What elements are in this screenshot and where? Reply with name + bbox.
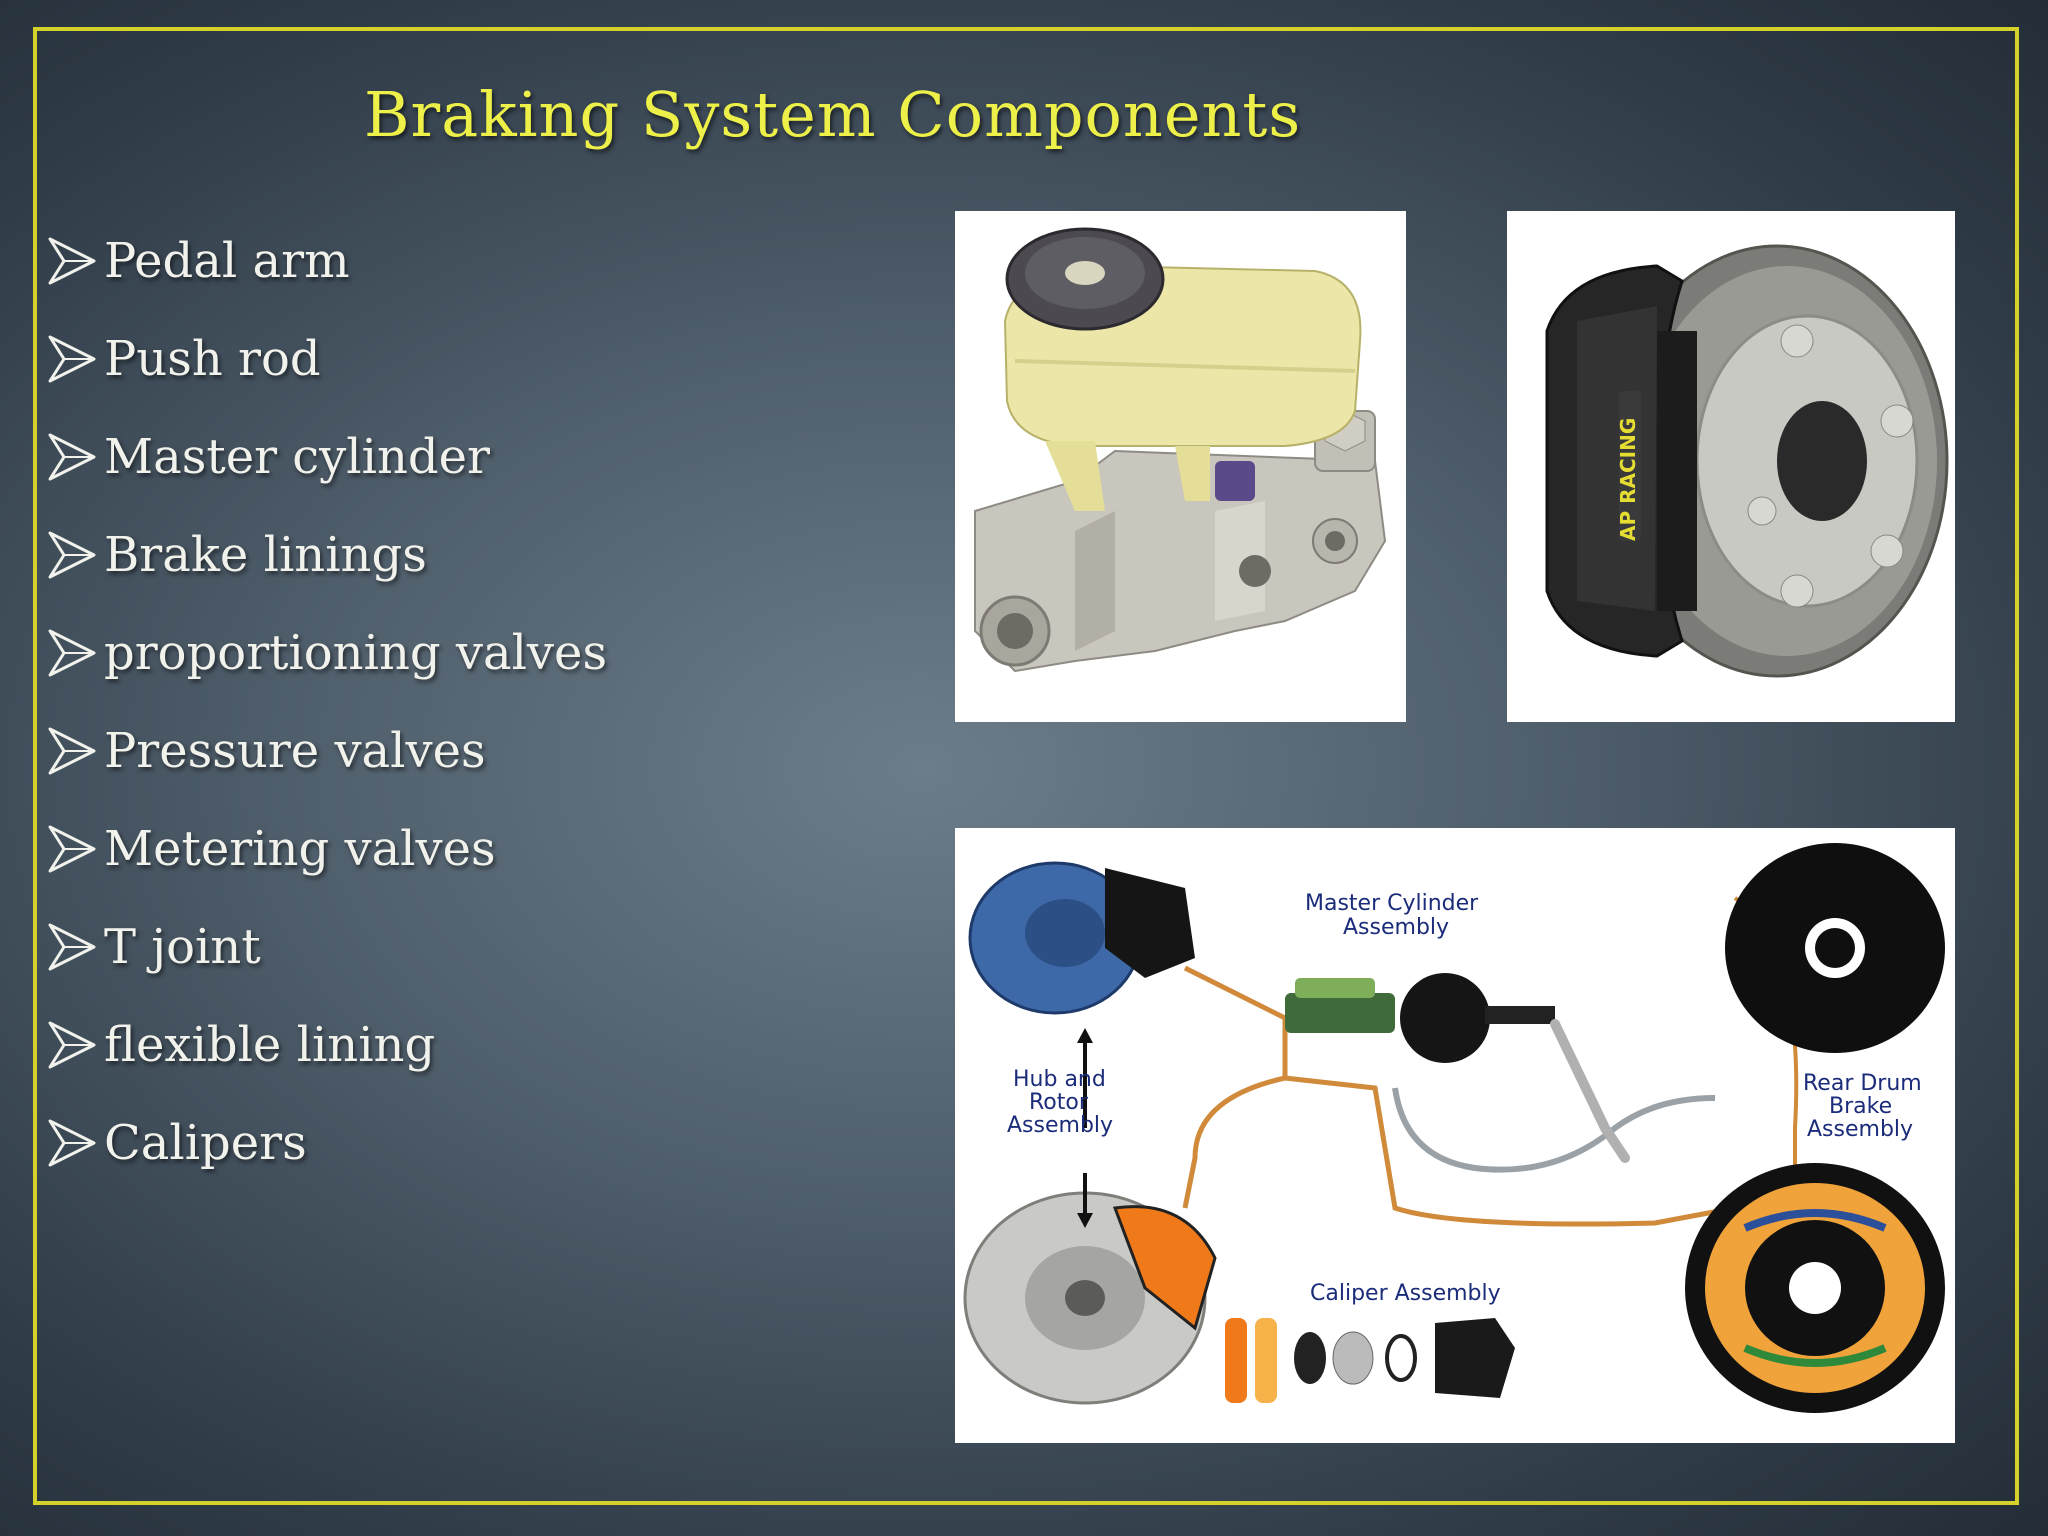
arrow-bullet-icon [48,335,96,383]
list-item: proportioning valves [44,604,607,702]
hub-rotor-label-1: Hub and [1013,1067,1106,1092]
arrow-bullet-icon [48,825,96,873]
arrow-bullet-icon [48,433,96,481]
hub-rotor-label-3: Assembly [1007,1113,1113,1138]
arrow-bullet-icon [48,629,96,677]
list-item: Push rod [44,310,607,408]
list-item: flexible lining [44,996,607,1094]
slide-border [33,27,2019,1505]
list-item-label: Calipers [104,1115,307,1171]
arrow-bullet-icon [48,923,96,971]
list-item: Pressure valves [44,702,607,800]
caliper-assembly-label: Caliper Assembly [1310,1281,1501,1306]
arrow-bullet-icon [48,1021,96,1069]
list-item-label: flexible lining [104,1017,436,1073]
component-list: Pedal arm Push rod Master cylinder Brake… [44,212,607,1192]
list-item: Brake linings [44,506,607,604]
list-item-label: Pressure valves [104,723,486,779]
list-item: Pedal arm [44,212,607,310]
list-item-label: proportioning valves [104,625,608,681]
rear-drum-label-1: Rear Drum [1803,1071,1922,1096]
hub-rotor-label-2: Rotor [1029,1090,1089,1115]
list-item: Metering valves [44,800,607,898]
master-cylinder-label-1: Master Cylinder [1305,891,1479,916]
arrow-bullet-icon [48,531,96,579]
list-item-label: Push rod [104,331,321,387]
master-cylinder-label-2: Assembly [1343,915,1449,940]
slide-title: Braking System Components [364,78,1302,151]
list-item: T joint [44,898,607,996]
list-item-label: T joint [104,919,261,975]
list-item-label: Brake linings [104,527,427,583]
brake-system-diagram: Master Cylinder Assembly Hub and Rotor A… [955,828,1955,1443]
master-cylinder-photo [955,211,1406,722]
list-item: Master cylinder [44,408,607,506]
arrow-bullet-icon [48,1119,96,1167]
list-item-label: Master cylinder [104,429,490,485]
svg-text:AP RACING: AP RACING [1616,418,1640,541]
list-item-label: Metering valves [104,821,496,877]
arrow-bullet-icon [48,727,96,775]
arrow-bullet-icon [48,237,96,285]
list-item: Calipers [44,1094,607,1192]
disc-caliper-photo: AP RACING [1507,211,1955,722]
rear-drum-label-3: Assembly [1807,1117,1913,1142]
rear-drum-label-2: Brake [1829,1094,1892,1119]
list-item-label: Pedal arm [104,233,350,289]
